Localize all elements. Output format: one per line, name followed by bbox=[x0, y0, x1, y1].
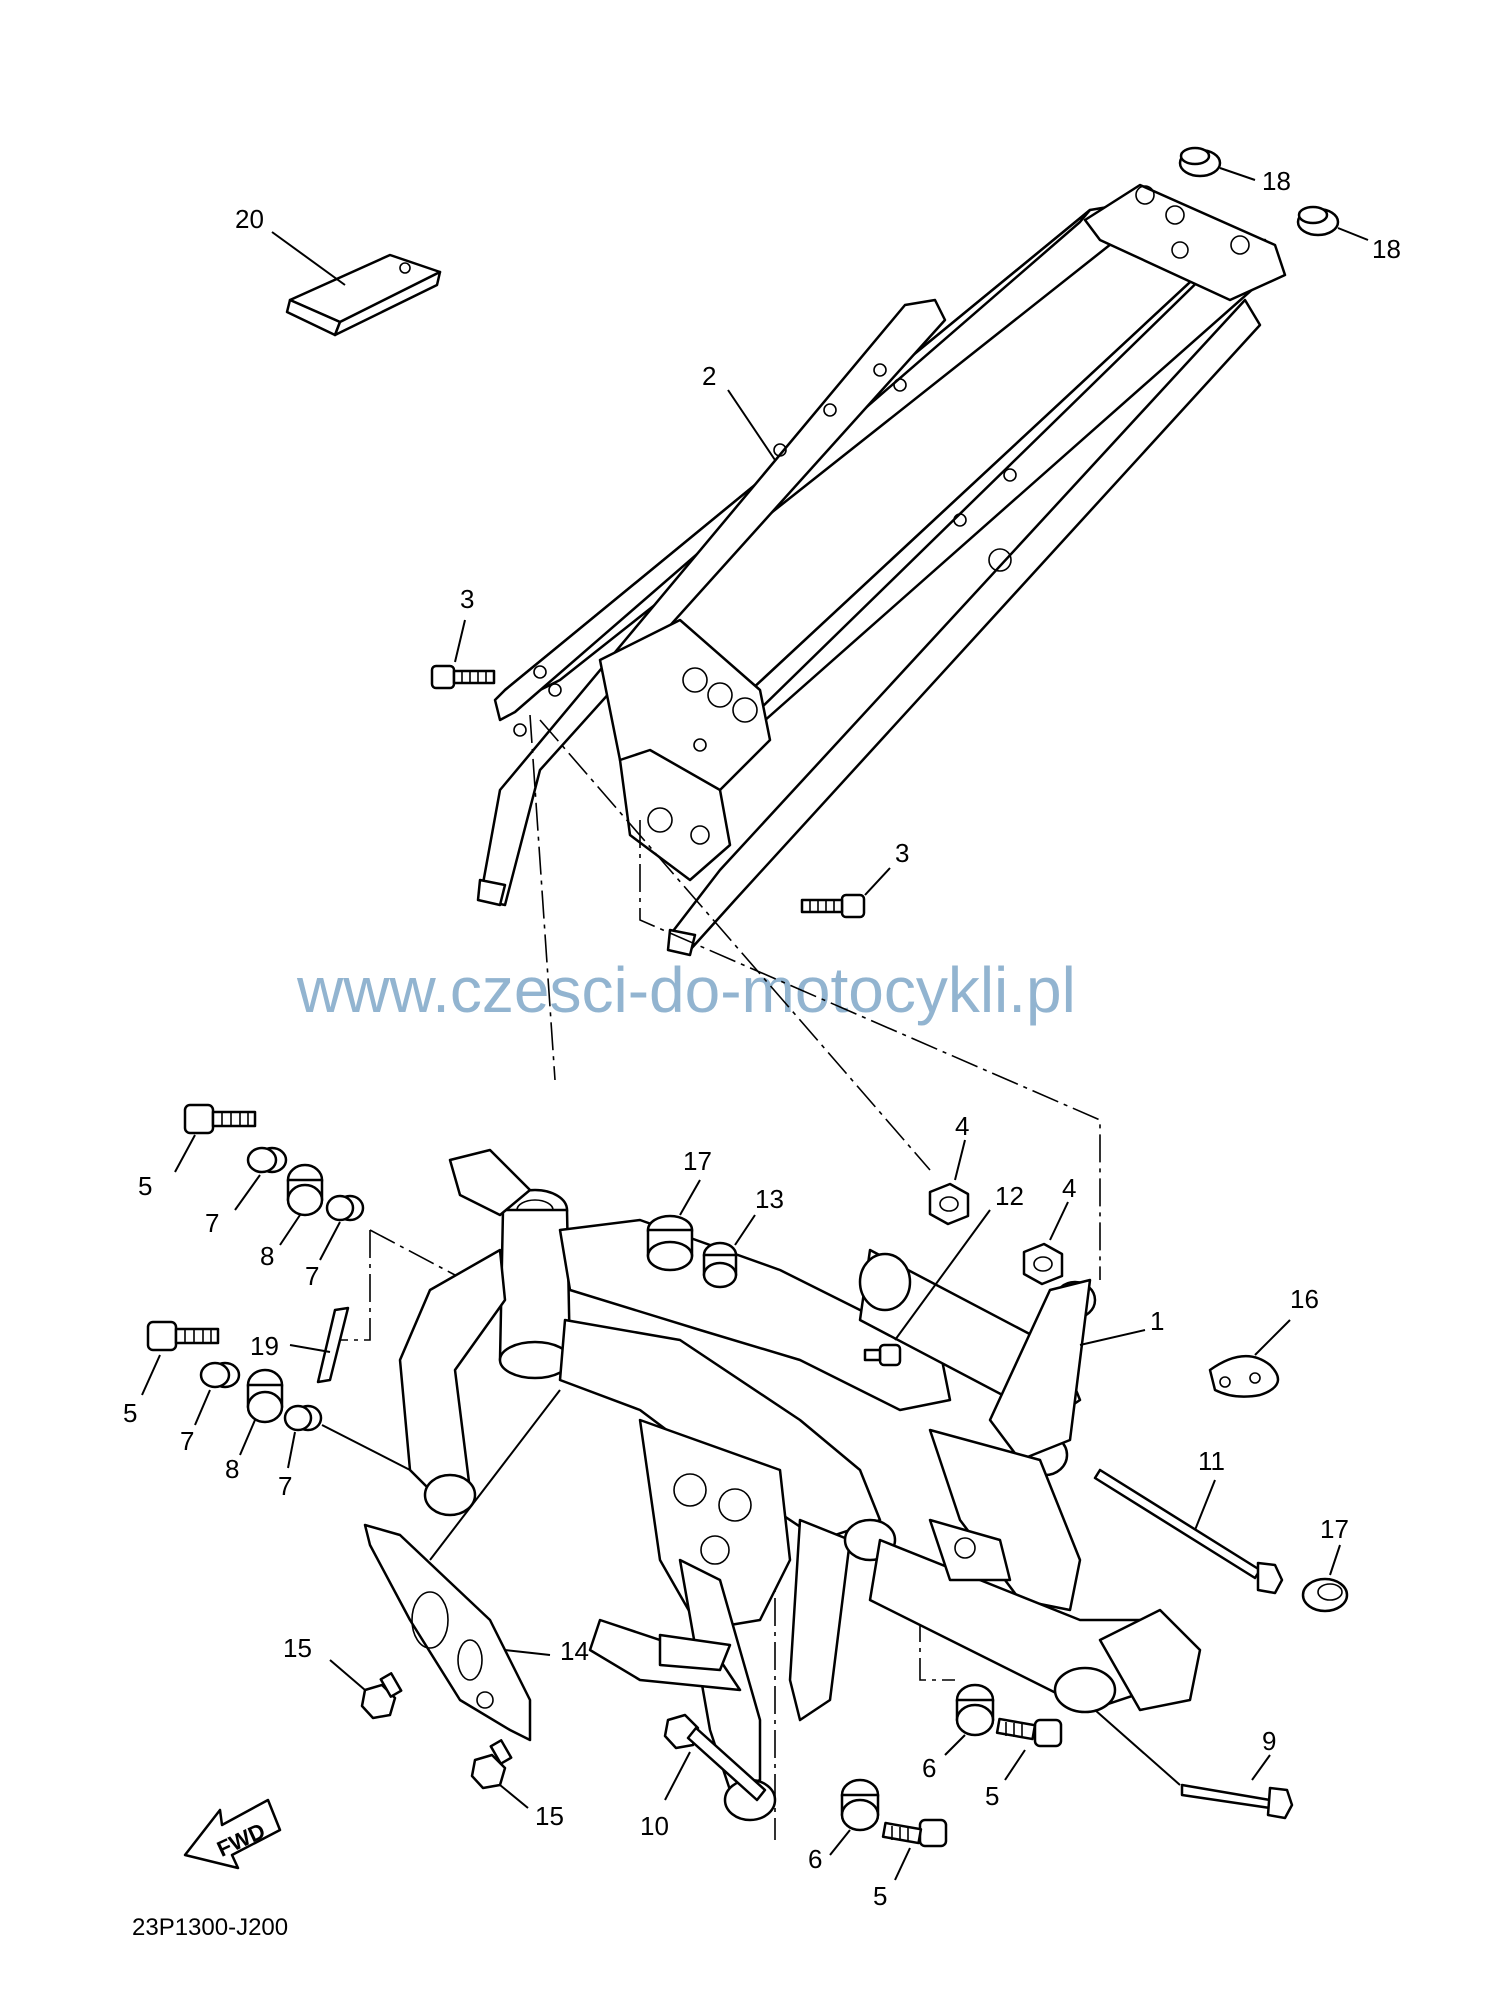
part-number: 4 bbox=[955, 1111, 969, 1141]
main-frame bbox=[398, 1148, 1202, 1822]
part-number: 16 bbox=[1290, 1284, 1319, 1314]
bolt bbox=[360, 1672, 403, 1720]
long-bolt bbox=[1180, 1783, 1294, 1820]
part-number: 14 bbox=[560, 1636, 589, 1666]
part-number: 19 bbox=[250, 1331, 279, 1361]
rubber-cap bbox=[1296, 205, 1340, 237]
guard-plate bbox=[363, 1523, 532, 1742]
part-number: 9 bbox=[1262, 1726, 1276, 1756]
rear-subframe bbox=[476, 183, 1287, 957]
forward-direction-arrow: FWD bbox=[183, 1798, 282, 1870]
washer bbox=[199, 1361, 241, 1389]
part-number: 7 bbox=[205, 1208, 219, 1238]
part-number: 11 bbox=[1198, 1446, 1225, 1476]
part-number: 17 bbox=[1320, 1514, 1349, 1544]
part-number: 13 bbox=[755, 1184, 784, 1214]
part-number: 8 bbox=[225, 1454, 239, 1484]
collar bbox=[840, 1778, 880, 1832]
part-number: 12 bbox=[995, 1181, 1024, 1211]
clamp bbox=[1208, 1354, 1280, 1398]
nut bbox=[1022, 1242, 1064, 1286]
part-number: 6 bbox=[922, 1753, 936, 1783]
bolt bbox=[995, 1717, 1063, 1748]
bolt bbox=[146, 1320, 220, 1352]
part-number: 17 bbox=[683, 1146, 712, 1176]
part-number: 10 bbox=[640, 1811, 669, 1841]
collar bbox=[702, 1241, 738, 1289]
part-number: 7 bbox=[305, 1261, 319, 1291]
part-number: 7 bbox=[180, 1426, 194, 1456]
part-number: 5 bbox=[873, 1881, 887, 1911]
part-number: 18 bbox=[1262, 166, 1291, 196]
bolt bbox=[183, 1103, 257, 1135]
part-number: 15 bbox=[535, 1801, 564, 1831]
washer bbox=[283, 1404, 323, 1432]
part-number: 6 bbox=[808, 1844, 822, 1874]
bolt bbox=[881, 1818, 948, 1848]
part-number: 1 bbox=[1150, 1306, 1164, 1336]
part-number: 7 bbox=[278, 1471, 292, 1501]
part-number: 3 bbox=[460, 584, 474, 614]
collar bbox=[955, 1683, 995, 1737]
part-number: 5 bbox=[138, 1171, 152, 1201]
label-plate bbox=[285, 253, 442, 337]
part-number: 15 bbox=[283, 1633, 312, 1663]
bolt bbox=[800, 893, 866, 919]
washer bbox=[325, 1194, 365, 1222]
part-number: 2 bbox=[702, 361, 716, 391]
part-number: 5 bbox=[123, 1398, 137, 1428]
bolt bbox=[430, 664, 496, 690]
sticker bbox=[316, 1306, 350, 1384]
part-number: 3 bbox=[895, 838, 909, 868]
long-bolt bbox=[1093, 1468, 1284, 1595]
spacer bbox=[286, 1163, 324, 1217]
watermark: www.czesci-do-motocykli.pl bbox=[296, 954, 1076, 1026]
washer bbox=[246, 1146, 288, 1174]
part-number: 4 bbox=[1062, 1173, 1076, 1203]
rubber-cap bbox=[1178, 146, 1222, 178]
diagram-code: 23P1300-J200 bbox=[132, 1914, 288, 1941]
part-number: 18 bbox=[1372, 234, 1401, 264]
spacer bbox=[246, 1368, 284, 1424]
part-number: 20 bbox=[235, 204, 264, 234]
bolt bbox=[470, 1739, 513, 1790]
nut bbox=[928, 1182, 970, 1226]
part-number: 8 bbox=[260, 1241, 274, 1271]
bushing bbox=[646, 1214, 694, 1272]
long-bolt bbox=[663, 1713, 767, 1802]
bushing bbox=[1301, 1577, 1349, 1613]
part-number: 5 bbox=[985, 1781, 999, 1811]
bolt bbox=[863, 1343, 902, 1367]
